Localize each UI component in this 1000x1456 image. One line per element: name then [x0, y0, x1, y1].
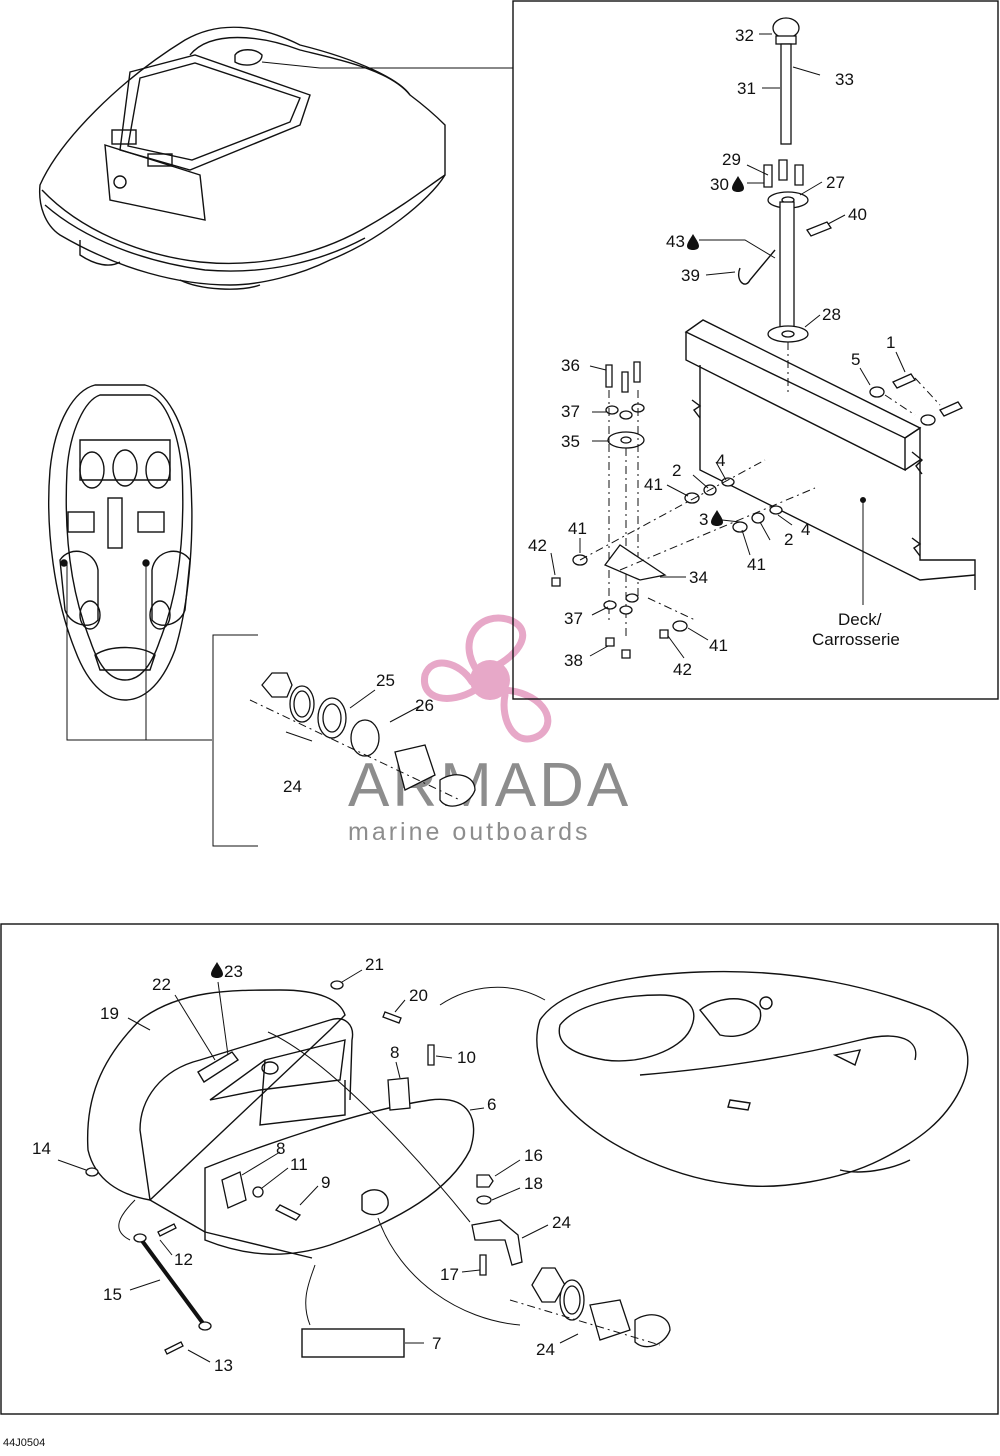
- leader-lines-top-right: [349, 33, 906, 723]
- callout: 34: [689, 568, 708, 587]
- callout: 5: [851, 350, 860, 369]
- callout: 37: [564, 609, 583, 628]
- callout: 7: [432, 1334, 441, 1353]
- callout: 4: [716, 451, 725, 470]
- cleat-fitting-bottom: [509, 1267, 671, 1348]
- callouts-bottom: 21 23 22 20 19 8 10 6 14 8 11 9 16 18 24…: [32, 955, 571, 1375]
- callouts-top: 32 33 31 29 30 27 40 43 39 28 36 1 5 37 …: [283, 26, 895, 796]
- callout: 35: [561, 432, 580, 451]
- callout: 23: [224, 962, 243, 981]
- callout: 18: [524, 1174, 543, 1193]
- callout: 14: [32, 1139, 51, 1158]
- drop-icon: [732, 176, 744, 192]
- callout: 1: [886, 333, 895, 352]
- callout: 12: [174, 1250, 193, 1269]
- callout: 21: [365, 955, 384, 974]
- callout: 2: [784, 530, 793, 549]
- bolt-stack-left: [551, 361, 816, 659]
- drop-icon: [687, 234, 699, 250]
- cleat-fitting-assembly: [249, 672, 476, 807]
- callout: 42: [528, 536, 547, 555]
- leader-lines-top-left: [64, 562, 258, 847]
- callout: 41: [644, 475, 663, 494]
- hinge-hardware: [85, 980, 523, 1355]
- drop-icon: [211, 962, 223, 978]
- watermark-brand: ARMADA: [348, 751, 631, 820]
- callout: 2: [672, 461, 681, 480]
- callout: 27: [826, 173, 845, 192]
- callout: 36: [561, 356, 580, 375]
- callout: 15: [103, 1285, 122, 1304]
- watercraft-perspective-illustration: [536, 970, 969, 1187]
- callout: 8: [276, 1139, 285, 1158]
- watercraft-rear-illustration: [38, 26, 513, 290]
- callout: 26: [415, 696, 434, 715]
- callout: 28: [822, 305, 841, 324]
- decal-placeholder-box: [301, 1328, 405, 1358]
- callout: 32: [735, 26, 754, 45]
- callout: 19: [100, 1004, 119, 1023]
- deck-label-line2: Carrosserie: [812, 630, 900, 649]
- reference-code: 44J0504: [3, 1437, 45, 1449]
- callout: 25: [376, 671, 395, 690]
- deck-label-line1: Deck/: [838, 610, 882, 629]
- callout: 29: [722, 150, 741, 169]
- watercraft-top-illustration: [48, 384, 193, 701]
- watermark-tagline: marine outboards: [348, 818, 591, 846]
- callout: 4: [801, 520, 810, 539]
- callout: 16: [524, 1146, 543, 1165]
- callout: 17: [440, 1265, 459, 1284]
- callout: 42: [673, 660, 692, 679]
- callout: 30: [710, 175, 729, 194]
- leader-lines-bottom: [57, 969, 579, 1363]
- detail-frame-bottom: [0, 923, 999, 1415]
- callout: 39: [681, 266, 700, 285]
- callout: 8: [390, 1043, 399, 1062]
- callout: 20: [409, 986, 428, 1005]
- callout: 33: [835, 70, 854, 89]
- callout: 41: [747, 555, 766, 574]
- callout: 38: [564, 651, 583, 670]
- callout: 43: [666, 232, 685, 251]
- callout: 37: [561, 402, 580, 421]
- callout: 41: [568, 519, 587, 538]
- callout: 10: [457, 1048, 476, 1067]
- storage-compartment: [86, 989, 475, 1259]
- callout: 24: [283, 777, 302, 796]
- callout: 11: [290, 1155, 308, 1174]
- callout: 9: [321, 1173, 330, 1192]
- callout: 24: [552, 1213, 571, 1232]
- post-assembly: [738, 17, 832, 395]
- callout: 24: [536, 1340, 555, 1359]
- detail-frame-top-right: [512, 0, 999, 700]
- callout: 3: [699, 510, 708, 529]
- callout: 41: [709, 636, 728, 655]
- callout: 22: [152, 975, 171, 994]
- callout: 40: [848, 205, 867, 224]
- deck-panel: [684, 319, 976, 590]
- callout: 6: [487, 1095, 496, 1114]
- callout: 13: [214, 1356, 233, 1375]
- drop-icon: [711, 510, 723, 526]
- bolts-right: [869, 373, 963, 426]
- watermark-logo: [421, 614, 552, 743]
- callout: 31: [737, 79, 756, 98]
